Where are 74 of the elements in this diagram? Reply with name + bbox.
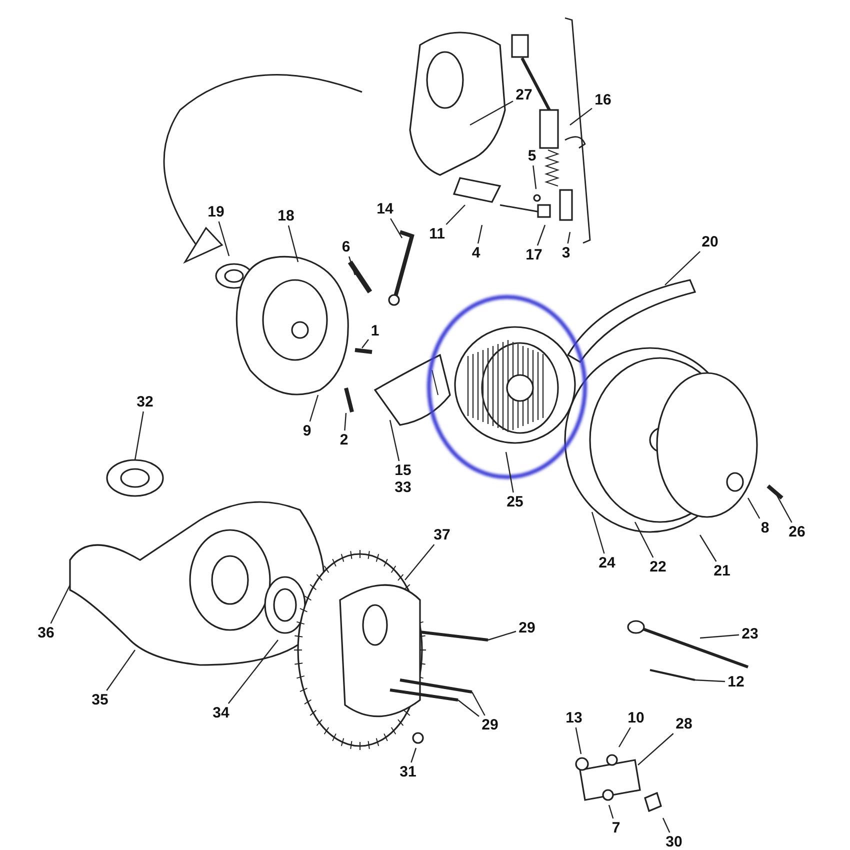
callout-number: 17 [526, 246, 542, 264]
callout-number: 35 [92, 692, 108, 708]
callout-number: 34 [212, 704, 230, 722]
callout-number: 16 [594, 92, 612, 108]
callout-number: 32 [136, 394, 154, 410]
leader-line [389, 420, 400, 462]
leader-line [477, 224, 483, 244]
leader-line [458, 700, 480, 717]
leader-line [567, 232, 571, 244]
callout-number: 26 [788, 524, 806, 540]
callout-number: 29 [482, 716, 498, 734]
callout-number: 20 [702, 234, 718, 250]
callout-number: 15 [394, 462, 412, 479]
leader-line [536, 224, 546, 246]
callout-number: 4 [472, 244, 480, 262]
callout-number: 18 [278, 208, 294, 224]
callout-number: 1 [370, 322, 380, 340]
leader-line [228, 640, 278, 704]
callout-number: 7 [612, 820, 620, 836]
leader-line [470, 100, 514, 126]
leader-line [362, 339, 369, 348]
leader-line [638, 733, 674, 766]
callout-number: 3 [562, 244, 570, 262]
callout-number: 5 [528, 148, 536, 164]
callout-number: 19 [208, 204, 224, 220]
leader-line [410, 748, 417, 763]
callout-number: 28 [676, 716, 692, 732]
leader-line [699, 534, 717, 562]
callout-number: 27 [516, 86, 532, 104]
callout-number: 29 [518, 620, 536, 636]
callout-number: 9 [302, 422, 312, 440]
callout-number: 23 [742, 626, 758, 642]
callout-number: 8 [760, 520, 770, 536]
leader-line [664, 251, 700, 286]
callout-number: 37 [434, 526, 450, 544]
leader-line [218, 221, 230, 256]
leader-line [747, 498, 760, 519]
leader-line [618, 727, 631, 748]
leader-line [662, 818, 670, 833]
leader-line [471, 692, 486, 716]
callout-number: 6 [342, 238, 350, 256]
leader-line [404, 544, 435, 580]
callout-number: 12 [728, 674, 744, 690]
leader-line [344, 412, 347, 431]
leader-line [570, 108, 592, 126]
leader-line [694, 679, 726, 682]
leader-line [288, 225, 299, 262]
leader-line [50, 584, 71, 624]
callout-number: 30 [666, 834, 682, 850]
leader-line [134, 411, 144, 460]
callout-number: 33 [394, 479, 412, 496]
callout-number: 10 [628, 710, 644, 726]
callout-number: 36 [38, 624, 54, 642]
leader-line [591, 512, 605, 554]
leader-line [446, 204, 466, 225]
callout-number: 14 [376, 200, 394, 218]
leader-line [575, 727, 582, 754]
callout-number: 2 [340, 432, 348, 448]
leader-line [532, 165, 537, 190]
leader-line [488, 630, 516, 641]
callout-number: 25 [506, 494, 524, 510]
leader-line [106, 650, 136, 691]
callout-number: 22 [650, 558, 666, 576]
leader-line [608, 804, 614, 819]
callout-number: 24 [598, 554, 616, 572]
callout-number: 11 [429, 226, 445, 242]
leader-line [390, 218, 403, 238]
callout-number: 13 [566, 710, 582, 726]
leader-line [634, 522, 654, 558]
callout-number: 21 [714, 562, 730, 580]
callout-number: 31 [400, 764, 416, 780]
leader-line [700, 634, 740, 639]
leader-line [309, 394, 319, 422]
leader-line [348, 256, 356, 276]
